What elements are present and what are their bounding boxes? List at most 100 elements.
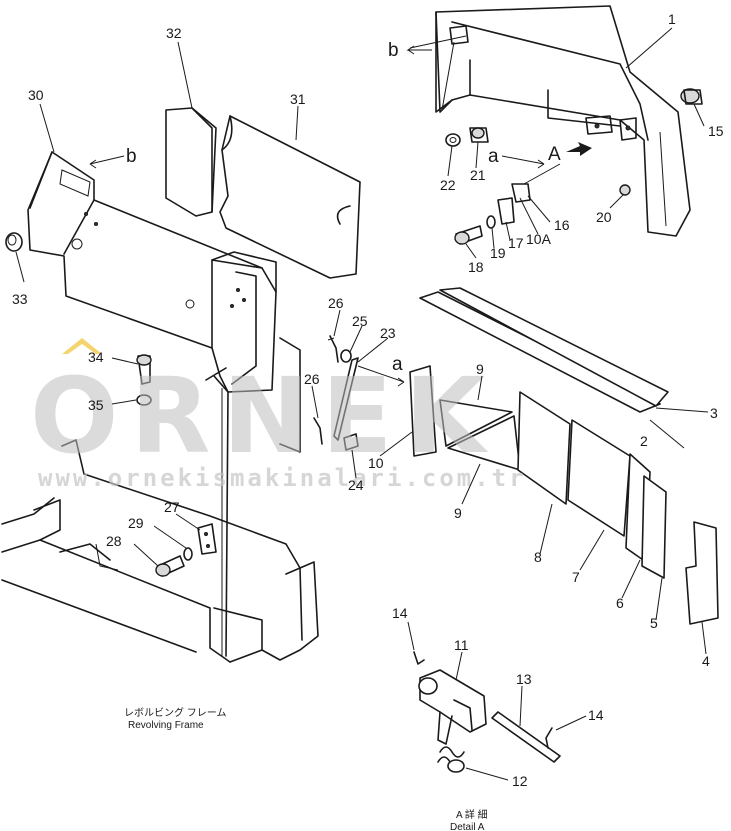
marker-a-top: a <box>488 146 499 167</box>
watermark-url: www.ornekismakinalari.com.tr <box>38 464 527 492</box>
cover-part-30 <box>27 151 277 393</box>
callout-32: 32 <box>166 25 182 41</box>
washer-part-19 <box>486 215 496 229</box>
pin-part-13 <box>491 711 561 763</box>
callout-2: 2 <box>640 433 648 449</box>
arrow-b-top-icon <box>406 45 432 55</box>
marker-a-mid: a <box>392 354 403 375</box>
arrow-a-top-icon <box>501 155 545 169</box>
leader-lines <box>15 27 709 781</box>
panel-part-7 <box>567 419 631 537</box>
callout-16: 16 <box>554 217 570 233</box>
marker-b-top: b <box>388 40 399 61</box>
callout-33: 33 <box>12 291 28 307</box>
plug-part-33 <box>5 232 23 252</box>
caption-frame-jp: レボルビング フレーム <box>124 706 226 719</box>
arrow-A-icon <box>566 142 592 156</box>
bracket-part-16 <box>511 183 531 203</box>
callout-34: 34 <box>88 349 104 365</box>
callout-8: 8 <box>534 549 542 565</box>
cover-part-1 <box>435 5 691 237</box>
washer-part-29 <box>183 547 193 561</box>
clip-part-14-left <box>413 651 425 665</box>
callout-9-upper: 9 <box>476 361 484 377</box>
callout-labels: 1 2 3 4 5 6 7 8 9 9 10 10A 11 12 13 14 1… <box>12 11 724 789</box>
watermark-logo-chevron <box>62 338 102 354</box>
pin-part-26-lower <box>313 417 323 445</box>
callout-35: 35 <box>88 397 104 413</box>
callout-30: 30 <box>28 87 44 103</box>
revolving-frame <box>1 337 319 663</box>
washer-part-17 <box>497 197 515 225</box>
pad-part-31 <box>219 115 361 279</box>
callout-5: 5 <box>650 615 658 631</box>
callout-21: 21 <box>470 167 486 183</box>
pad-part-32 <box>165 107 217 217</box>
bracket-part-27 <box>197 523 217 555</box>
washer-part-25 <box>340 349 352 363</box>
plug-part-15 <box>680 88 703 105</box>
callout-13: 13 <box>516 671 532 687</box>
stay-part-23 <box>333 357 359 441</box>
callout-28: 28 <box>106 533 122 549</box>
pin-part-24 <box>343 433 359 451</box>
callout-12: 12 <box>512 773 528 789</box>
spring-part-12 <box>437 746 465 773</box>
marker-A: A <box>548 144 561 165</box>
watermark-brand: ORNEK <box>30 355 497 477</box>
caption-frame-en: Revolving Frame <box>128 720 204 731</box>
pin-part-26-upper <box>327 335 339 363</box>
view-markers: b b a a A <box>126 40 561 375</box>
panel-part-8 <box>517 391 571 505</box>
strip-part-2 <box>439 287 669 407</box>
latch-part-11 <box>418 669 487 745</box>
callout-9-lower: 9 <box>454 505 462 521</box>
callout-23: 23 <box>380 325 396 341</box>
callout-10: 10 <box>368 455 384 471</box>
callout-19: 19 <box>490 245 506 261</box>
clip-part-14-right <box>545 727 553 749</box>
callout-14-right: 14 <box>588 707 604 723</box>
callout-20: 20 <box>596 209 612 225</box>
callout-22: 22 <box>440 177 456 193</box>
callout-18: 18 <box>468 259 484 275</box>
marker-b-left: b <box>126 146 137 167</box>
callout-11: 11 <box>454 637 469 653</box>
watermark: ORNEK www.ornekismakinalari.com.tr <box>30 338 527 492</box>
view-arrows <box>89 35 592 387</box>
washer-part-22 <box>445 133 461 147</box>
callout-25: 25 <box>352 313 368 329</box>
bolt-part-34 <box>136 354 152 385</box>
arrow-b-left-icon <box>89 155 125 169</box>
bolt-part-21 <box>469 127 489 143</box>
bolt-part-28 <box>155 555 185 577</box>
callout-17: 17 <box>508 235 524 251</box>
callout-7: 7 <box>572 569 580 585</box>
callout-26-upper: 26 <box>328 295 344 311</box>
callout-27: 27 <box>164 499 180 515</box>
callout-3: 3 <box>710 405 718 421</box>
caption-detail-jp: A 詳 細 <box>456 808 488 821</box>
callout-1: 1 <box>668 11 676 27</box>
callout-31: 31 <box>290 91 306 107</box>
captions: レボルビング フレーム Revolving Frame A 詳 細 Detail… <box>124 706 488 831</box>
callout-4: 4 <box>702 653 710 669</box>
callout-6: 6 <box>616 595 624 611</box>
callout-14-left: 14 <box>392 605 408 621</box>
callout-24: 24 <box>348 477 364 493</box>
callout-15: 15 <box>708 123 724 139</box>
washer-part-35 <box>136 394 152 406</box>
arrow-a-mid-icon <box>357 365 405 387</box>
panel-part-5 <box>641 475 667 579</box>
callout-29: 29 <box>128 515 144 531</box>
callout-26-lower: 26 <box>304 371 320 387</box>
panel-part-10 <box>409 365 437 457</box>
nut-part-20 <box>619 184 631 196</box>
panel-part-9 <box>439 399 521 471</box>
caption-detail-en: Detail A <box>450 822 485 831</box>
strip-part-3 <box>419 291 661 413</box>
bolt-part-18 <box>454 225 483 245</box>
panel-part-4 <box>685 521 719 625</box>
